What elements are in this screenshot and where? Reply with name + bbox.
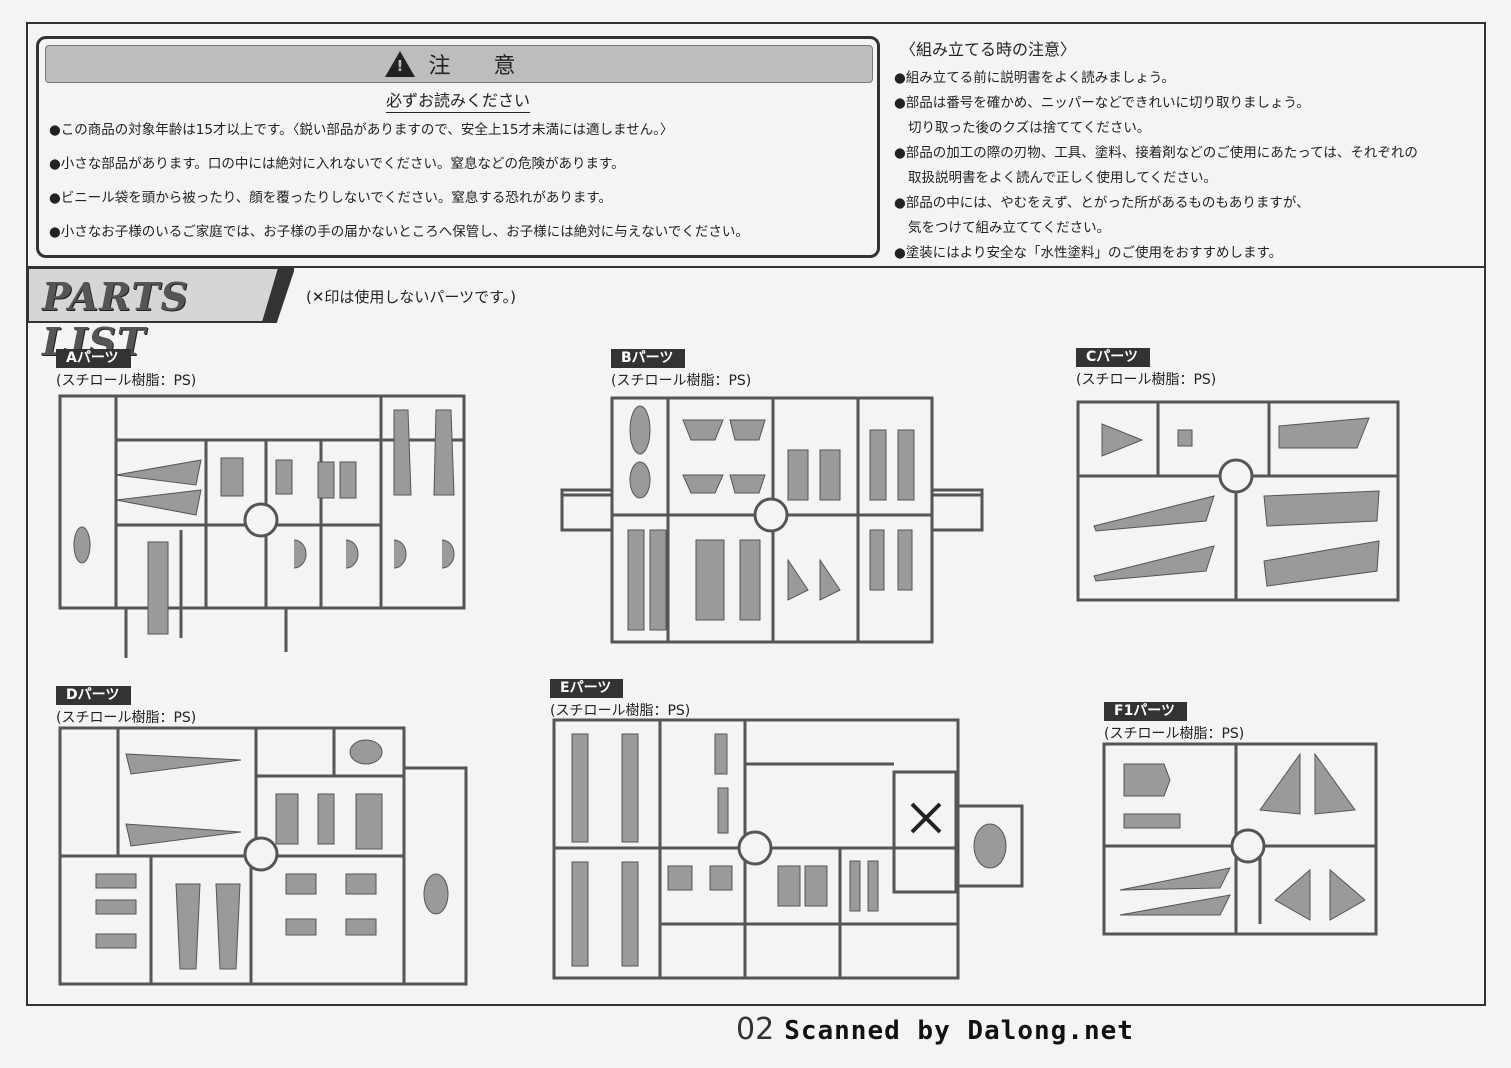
caution-list: ●この商品の対象年齢は15才以上です。〈鋭い部品がありますので、安全上15才未満… <box>49 121 749 257</box>
sprue-f1-diagram <box>1102 742 1378 936</box>
note-line: ●部品の加工の際の刃物、工具、塗料、接着剤などのご使用にあたっては、それぞれの <box>894 145 1418 161</box>
note-line: ●部品の中には、やむをえず、とがった所があるものもありますが、 <box>894 195 1310 211</box>
warning-icon <box>384 51 415 77</box>
divider <box>28 266 1484 268</box>
assembly-notes-title: 〈組み立てる時の注意〉 <box>900 40 1077 59</box>
sprue-material: (スチロール樹脂：PS) <box>550 703 691 719</box>
sprue-a-diagram <box>58 394 466 658</box>
caution-item: ●この商品の対象年齢は15才以上です。〈鋭い部品がありますので、安全上15才未満… <box>49 122 674 138</box>
parts-list-banner: PARTS LIST <box>28 268 294 364</box>
assembly-notes: 〈組み立てる時の注意〉 ●組み立てる前に説明書をよく読みましょう。 ●部品は番号… <box>894 36 1484 266</box>
parts-list-note: (✕印は使用しないパーツです。) <box>306 288 516 306</box>
scan-credit: Scanned by Dalong.net <box>784 1016 1134 1046</box>
sprue-a: Aパーツ (スチロール樹脂：PS) <box>56 347 196 390</box>
sprue-label: F1パーツ <box>1104 702 1188 721</box>
sprue-material: (スチロール樹脂：PS) <box>1076 372 1217 388</box>
sprue-e-diagram <box>552 718 1024 980</box>
page-footer: 02 Scanned by Dalong.net <box>736 1012 1134 1047</box>
note-line: 気をつけて組み立ててください。 <box>908 220 1111 236</box>
sprue-label: Eパーツ <box>550 679 624 698</box>
banner-shape <box>28 268 294 323</box>
page-frame <box>26 22 1486 1006</box>
caution-box: 注 意 必ずお読みください ●この商品の対象年齢は15才以上です。〈鋭い部品があ… <box>36 36 880 258</box>
page-number: 02 <box>736 1012 775 1047</box>
sprue-d-diagram <box>58 726 468 986</box>
sprue-material: (スチロール樹脂：PS) <box>611 373 752 389</box>
note-line: 切り取った後のクズは捨ててください。 <box>908 120 1151 136</box>
note-line: 取扱説明書をよく読んで正しく使用してください。 <box>908 170 1218 186</box>
caution-title: 注 意 <box>428 54 534 79</box>
sprue-material: (スチロール樹脂：PS) <box>1104 726 1245 742</box>
sprue-label: Aパーツ <box>56 349 131 368</box>
sprue-f1: F1パーツ (スチロール樹脂：PS) <box>1104 700 1244 743</box>
caution-item: ●ビニール袋を頭から被ったり、顔を覆ったりしないでください。窒息する恐れがありま… <box>49 190 612 206</box>
sprue-e: Eパーツ (スチロール樹脂：PS) <box>550 677 690 720</box>
caution-item: ●小さな部品があります。口の中には絶対に入れないでください。窒息などの危険があり… <box>49 156 625 172</box>
sprue-label: Cパーツ <box>1076 348 1150 367</box>
note-line: ●塗装にはより安全な「水性塗料」のご使用をおすすめします。 <box>894 245 1283 261</box>
note-line: ●部品は番号を確かめ、ニッパーなどできれいに切り取りましょう。 <box>894 95 1310 111</box>
caution-header: 注 意 <box>45 45 873 83</box>
sprue-b: Bパーツ (スチロール樹脂：PS) <box>611 347 751 390</box>
unused-part-mark <box>910 802 942 834</box>
note-line: ●組み立てる前に説明書をよく読みましょう。 <box>894 70 1175 86</box>
caution-item: ●小さなお子様のいるご家庭では、お子様の手の届かないところへ保管し、お子様には絶… <box>49 224 749 240</box>
sprue-material: (スチロール樹脂：PS) <box>56 710 197 726</box>
caution-subtitle: 必ずお読みください <box>385 91 530 113</box>
sprue-label: Bパーツ <box>611 349 686 368</box>
sprue-c-diagram <box>1076 400 1400 602</box>
sprue-b-diagram <box>560 396 984 644</box>
sprue-c: Cパーツ (スチロール樹脂：PS) <box>1076 346 1216 389</box>
sprue-label: Dパーツ <box>56 686 132 705</box>
sprue-material: (スチロール樹脂：PS) <box>56 373 197 389</box>
sprue-d: Dパーツ (スチロール樹脂：PS) <box>56 684 196 727</box>
